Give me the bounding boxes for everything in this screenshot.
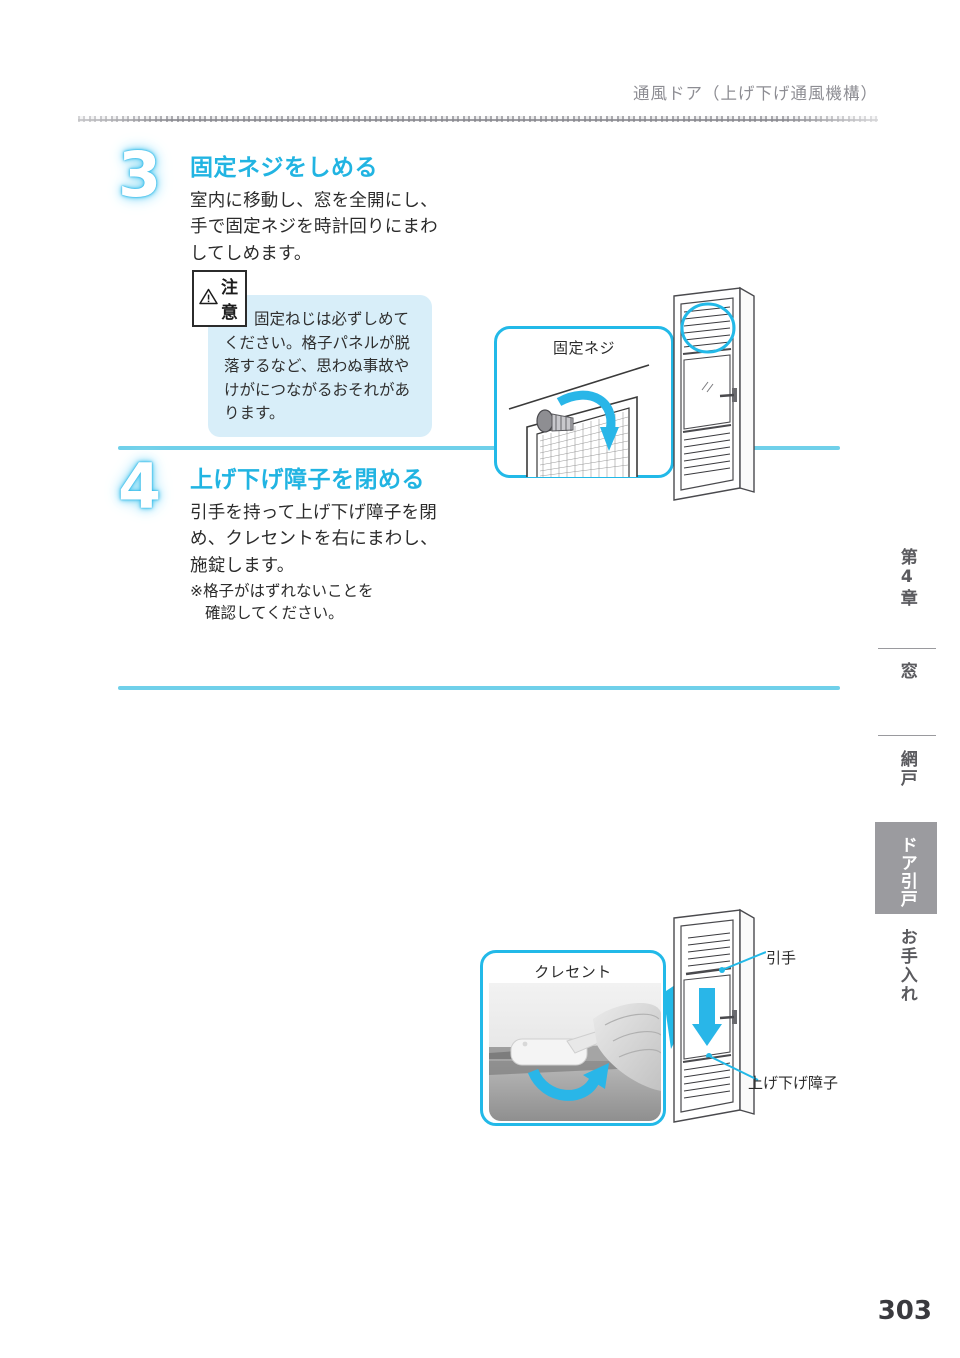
step-4-body: 引手を持って上げ下げ障子を閉め、クレセントを右にまわし、施錠します。	[190, 503, 438, 576]
section-divider-top	[118, 446, 840, 450]
step-4-title: 上げ下げ障子を閉める	[190, 467, 425, 493]
sidebar-chapter: 第4章	[875, 548, 937, 634]
warning-triangle-icon	[199, 288, 218, 309]
sidebar-item-otetsuire-label: お手入れ	[896, 928, 917, 1004]
label-pull-handle: 引手	[766, 949, 797, 967]
step-3-title: 固定ネジをしめる	[190, 155, 378, 181]
sidebar-separator-1	[878, 648, 936, 649]
screw-tighten-illustration	[508, 364, 650, 477]
caution-badge: 注意	[192, 270, 247, 327]
sidebar-item-amido[interactable]: 網戸	[875, 750, 937, 810]
caution-item-text: 固定ねじは必ずしめてください。格子パネルが脱落するなど、思わぬ事故やけがにつなが…	[224, 310, 411, 423]
step-4-callout: クレセント	[480, 950, 717, 1126]
step-4-note-line2: 確認してください。	[205, 604, 344, 623]
step-3-callout: 固定ネジ	[494, 326, 717, 478]
ventilation-door-diagram-3	[673, 286, 755, 501]
sidebar-chapter-label: 第4章	[896, 548, 917, 608]
header-textured-rule	[78, 116, 878, 122]
sidebar-item-mado[interactable]: 窓	[875, 662, 937, 704]
page-number: 303	[877, 1296, 932, 1326]
step-4-callout-label: クレセント	[534, 963, 612, 981]
sidebar-item-otetsuire[interactable]: お手入れ	[875, 928, 937, 1018]
section-divider-bottom	[118, 686, 840, 690]
caution-box: 固定ねじは必ずしめてください。格子パネルが脱落するなど、思わぬ事故やけがにつなが…	[208, 295, 432, 437]
caution-label: 注意	[221, 278, 238, 323]
sidebar-item-mado-label: 窓	[896, 662, 917, 681]
step-4-number: 4	[118, 450, 162, 523]
step-3-callout-label: 固定ネジ	[552, 339, 615, 357]
sidebar-item-amido-label: 網戸	[896, 750, 917, 788]
step-4-note-line1: ※格子がはずれないことを	[190, 582, 374, 600]
step-4-note: ※格子がはずれないことを 確認してください。	[190, 580, 445, 625]
step-3-body: 室内に移動し、窓を全開にし、手で固定ネジを時計回りにまわしてしめます。	[190, 191, 438, 264]
sidebar-item-door-hikido-label: ドア引戸	[896, 836, 917, 908]
sidebar-separator-2	[878, 735, 936, 736]
caution-item: 固定ねじは必ずしめてください。格子パネルが脱落するなど、思わぬ事故やけがにつなが…	[224, 308, 420, 426]
crescent-lock-photo	[489, 983, 661, 1121]
step-3-number: 3	[118, 138, 162, 211]
sidebar-item-door-hikido[interactable]: ドア引戸	[875, 822, 937, 914]
ventilation-door-diagram-4	[673, 908, 766, 1123]
label-sliding-sash: 上げ下げ障子	[748, 1074, 839, 1092]
page-header-title: 通風ドア（上げ下げ通風機構）	[633, 84, 878, 103]
